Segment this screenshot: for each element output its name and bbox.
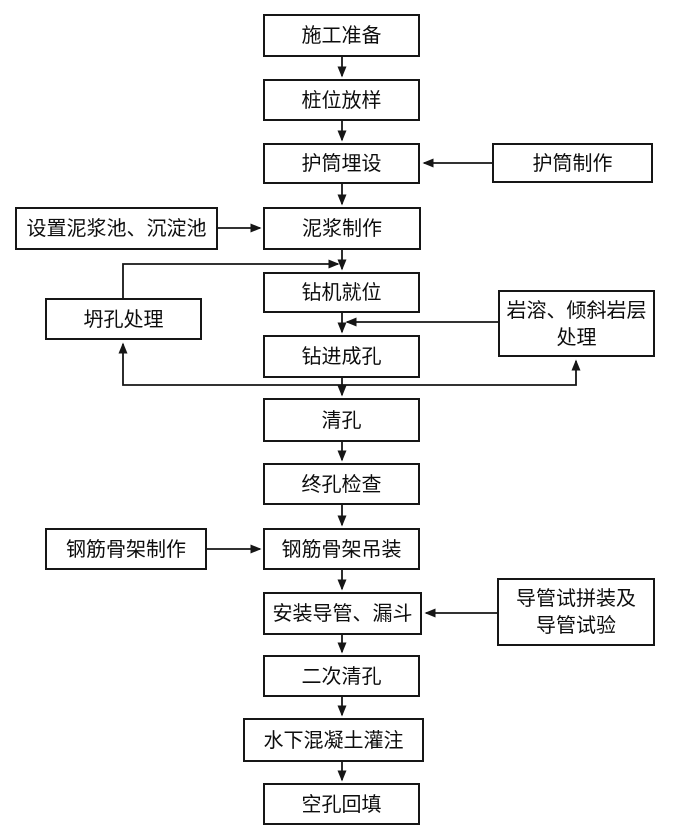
node-empty-hole-backfill: 空孔回填 (263, 783, 420, 825)
node-casing-install: 护筒埋设 (263, 143, 420, 184)
node-casing-fabrication: 护筒制作 (492, 143, 653, 183)
node-karst-treatment: 岩溶、倾斜岩层 处理 (498, 290, 655, 357)
node-final-hole-check: 终孔检查 (263, 463, 420, 505)
node-mud-pools-setup: 设置泥浆池、沉淀池 (15, 207, 218, 250)
node-underwater-concrete: 水下混凝土灌注 (243, 718, 424, 762)
node-collapse-treatment: 坍孔处理 (45, 298, 202, 340)
node-mud-making: 泥浆制作 (263, 207, 421, 250)
node-second-cleaning: 二次清孔 (263, 655, 420, 697)
node-pile-layout: 桩位放样 (263, 79, 420, 121)
node-cage-hoisting: 钢筋骨架吊装 (263, 528, 420, 570)
edge-drilling-to-karst (342, 359, 581, 386)
node-conduit-trial-test: 导管试拼装及 导管试验 (497, 578, 655, 646)
node-hole-cleaning: 清孔 (263, 398, 420, 442)
node-conduit-install: 安装导管、漏斗 (263, 592, 422, 635)
node-construction-prep: 施工准备 (263, 14, 420, 57)
node-drill-positioning: 钻机就位 (263, 272, 420, 313)
node-cage-fabrication: 钢筋骨架制作 (45, 528, 207, 570)
node-drilling: 钻进成孔 (263, 335, 420, 378)
edge-drilling-to-collapse (118, 342, 342, 386)
edge-collapse-return-to-drill-pos (122, 259, 340, 298)
